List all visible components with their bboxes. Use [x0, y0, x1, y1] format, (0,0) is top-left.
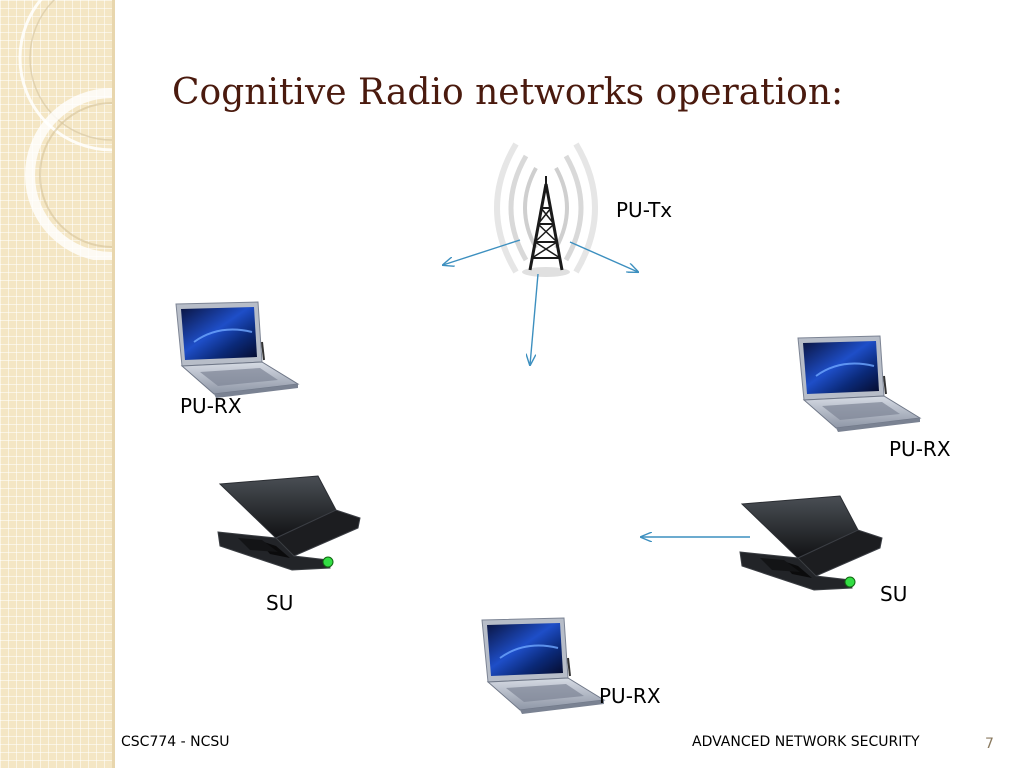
node-label-su-left: SU [266, 591, 294, 615]
node-label-pu-rx-left: PU-RX [180, 394, 242, 418]
page-number: 7 [985, 736, 994, 752]
tower-label: PU-Tx [616, 198, 673, 222]
radio-tower-icon [497, 144, 595, 277]
laptop-icon [217, 475, 361, 571]
footer-left: CSC774 - NCSU [121, 734, 230, 750]
node-label-pu-rx-bottom: PU-RX [599, 684, 661, 708]
side-panel-edge [112, 0, 115, 768]
footer-right: ADVANCED NETWORK SECURITY [692, 734, 920, 750]
laptop-icon [739, 495, 883, 591]
node-label-pu-rx-right: PU-RX [889, 437, 951, 461]
laptop-icon [175, 301, 299, 399]
laptop-icon [481, 617, 605, 715]
arrow-tower-right [569, 241, 638, 272]
node-label-su-right: SU [880, 582, 908, 606]
arrow-tower-left [443, 239, 521, 265]
arrow-tower-down [530, 273, 539, 365]
laptop-icon [797, 335, 921, 433]
slide-title: Cognitive Radio networks operation: [172, 72, 844, 113]
